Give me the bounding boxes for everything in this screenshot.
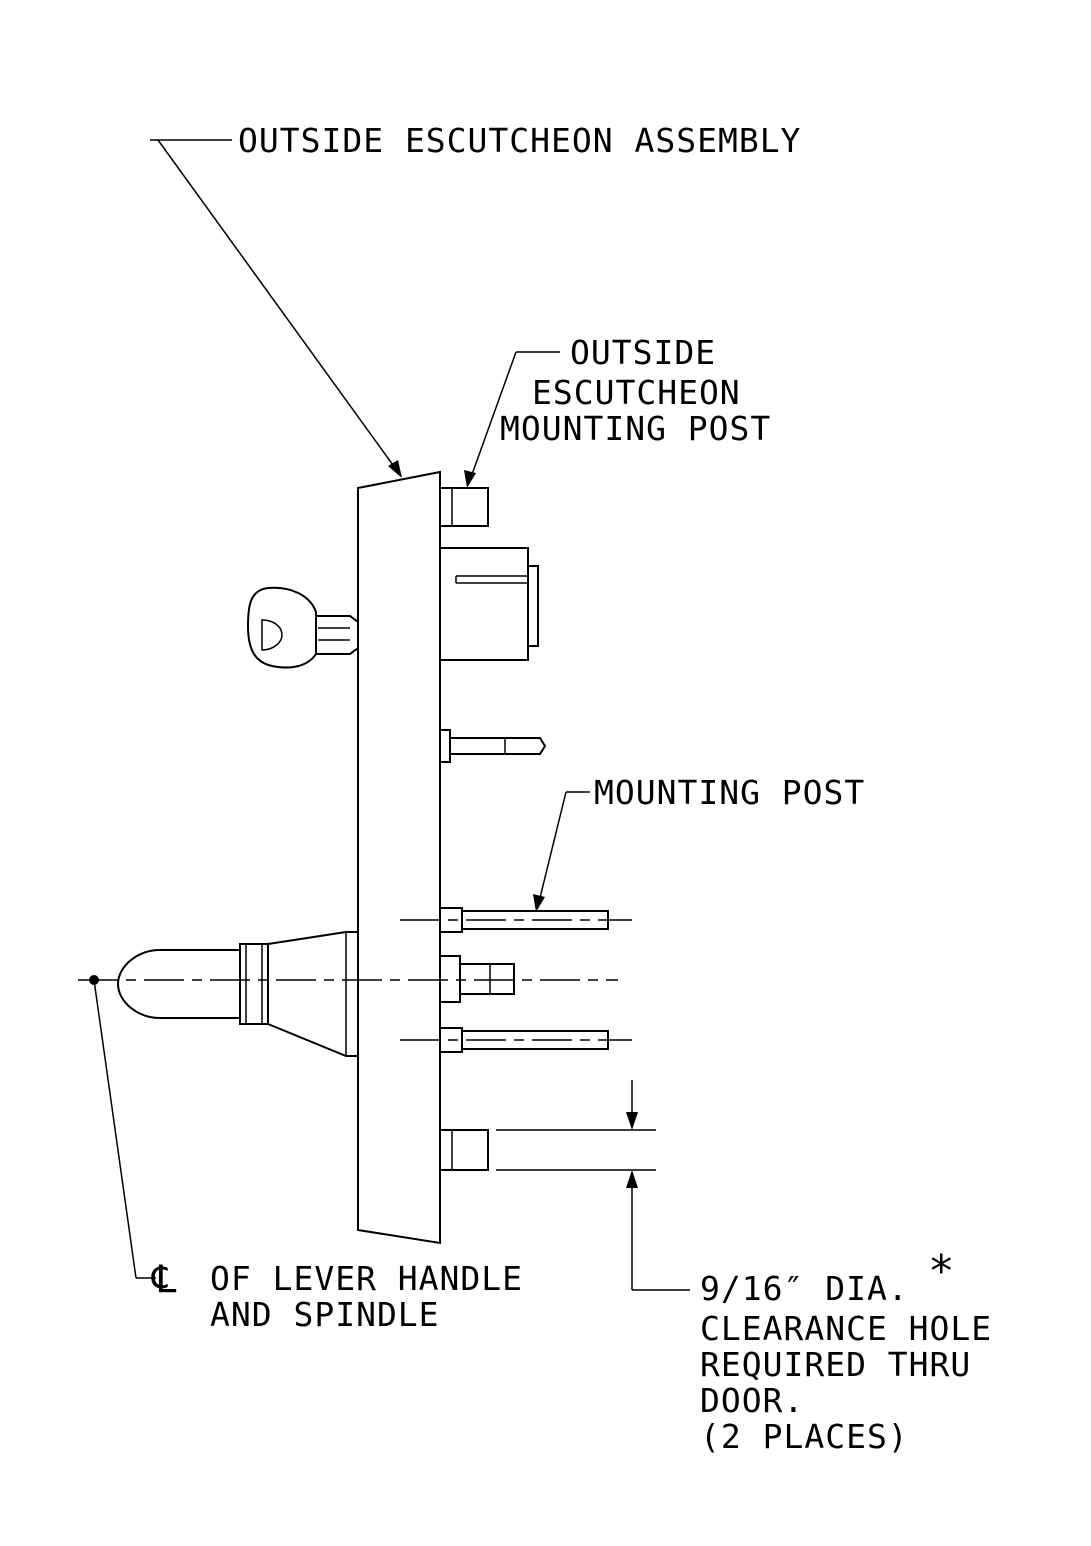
dimension-arrows — [626, 1080, 690, 1291]
label-outside-mounting-post-line1: OUTSIDE — [570, 333, 716, 372]
centerline-symbol: ℄ — [151, 1257, 177, 1301]
label-outside-mounting-post-line2: ESCUTCHEON — [532, 373, 741, 412]
leader-outside-mounting-post — [464, 351, 560, 488]
leader-outside-escutcheon-assembly — [150, 139, 402, 478]
lower-mounting-post — [400, 1027, 632, 1053]
escutcheon-plate — [357, 470, 441, 1245]
leader-centerline-note — [93, 979, 156, 1279]
label-centerline-line2: AND SPINDLE — [210, 1295, 440, 1334]
spindle — [439, 955, 515, 1003]
label-clearance-line1: 9/16″ DIA. — [700, 1269, 909, 1308]
lever-handle — [116, 931, 359, 1057]
screw-stud — [439, 729, 547, 763]
label-clearance-line2: CLEARANCE HOLE — [700, 1309, 992, 1348]
upper-mounting-post — [400, 907, 632, 933]
outside-escutcheon-mounting-post — [439, 487, 489, 527]
label-asterisk: * — [928, 1246, 956, 1297]
label-mounting-post: MOUNTING POST — [594, 773, 865, 812]
key — [246, 586, 359, 669]
label-outside-mounting-post-line3: MOUNTING POST — [500, 409, 771, 448]
label-clearance-line5: (2 PLACES) — [700, 1417, 909, 1456]
label-outside-escutcheon-assembly: OUTSIDE ESCUTCHEON ASSEMBLY — [238, 121, 801, 160]
label-centerline-line1: OF LEVER HANDLE — [210, 1259, 523, 1298]
cylinder-housing — [439, 547, 539, 661]
label-clearance-line3: REQUIRED THRU — [700, 1345, 971, 1384]
bottom-post — [439, 1129, 489, 1171]
label-clearance-line4: DOOR. — [700, 1381, 804, 1420]
leader-mounting-post — [533, 791, 590, 912]
